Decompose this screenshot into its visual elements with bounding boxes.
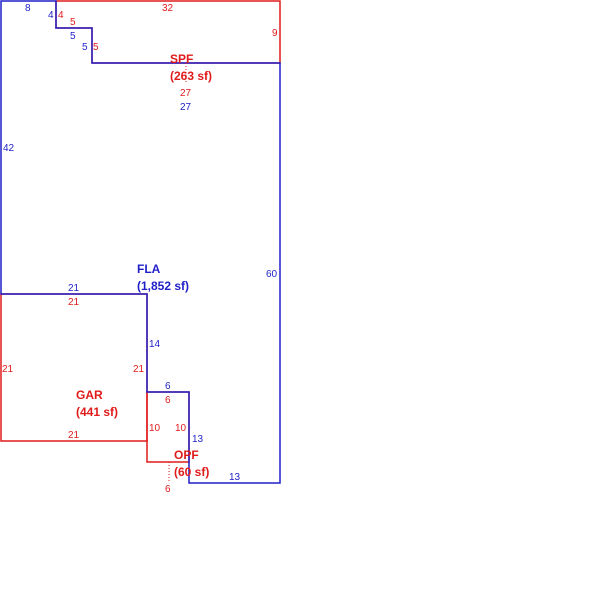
- dim-fla-notch-side: 10: [175, 423, 187, 434]
- fla-size-label: (1,852 sf): [137, 279, 189, 293]
- dim-fla-spf-edge: 27: [180, 102, 192, 113]
- dim-fla-notch-top: 6: [165, 381, 171, 392]
- gar-size-label: (441 sf): [76, 405, 118, 419]
- dim-spf-step-a: 4: [58, 10, 64, 21]
- gar-name-label: GAR: [76, 388, 103, 402]
- spf-size-label: (263 sf): [170, 69, 212, 83]
- dim-gar-bottom: 21: [68, 430, 80, 441]
- opf-name-label: OPF: [174, 448, 199, 462]
- dim-gar-right: 21: [133, 364, 145, 375]
- dim-spf-right: 9: [272, 28, 278, 39]
- dim-fla-inner: 14: [149, 339, 161, 350]
- dim-fla-bottom-side: 13: [192, 434, 204, 445]
- dim-gar-top: 21: [68, 297, 80, 308]
- dim-fla-step-c: 5: [82, 42, 88, 53]
- dim-spf-bottom: 27: [180, 88, 192, 99]
- dim-gar-left: 21: [2, 364, 14, 375]
- dim-spf-top: 32: [162, 3, 174, 14]
- dim-spf-step-c: 5: [93, 42, 99, 53]
- dim-fla-lower-left: 21: [68, 283, 80, 294]
- dim-spf-step-b: 5: [70, 17, 76, 28]
- dim-fla-right: 60: [266, 269, 278, 280]
- fla-outline: [0, 0, 281, 484]
- dim-fla-bottom: 13: [229, 472, 241, 483]
- dim-fla-step-a: 4: [48, 10, 54, 21]
- dim-opf-top: 6: [165, 395, 171, 406]
- fla-name-label: FLA: [137, 262, 161, 276]
- dim-fla-step-b: 5: [70, 31, 76, 42]
- dim-opf-left: 10: [149, 423, 161, 434]
- gar-outline: [0, 293, 148, 442]
- opf-size-label: (60 sf): [174, 465, 209, 479]
- dim-opf-bottom: 6: [165, 484, 171, 495]
- dim-fla-top-a: 8: [25, 3, 31, 14]
- dim-fla-left: 42: [3, 143, 15, 154]
- spf-name-label: SPF: [170, 52, 193, 66]
